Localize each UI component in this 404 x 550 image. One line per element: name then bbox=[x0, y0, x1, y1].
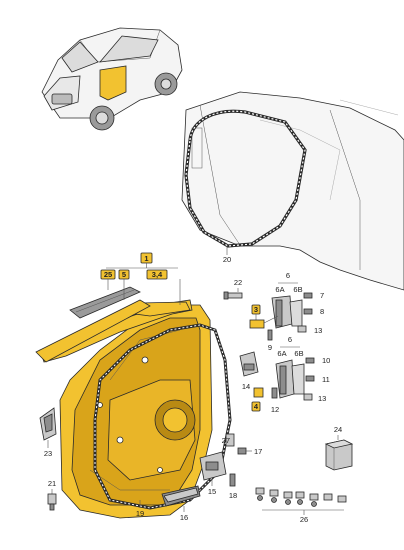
label-22: 22 bbox=[234, 278, 242, 287]
label-17: 17 bbox=[254, 447, 262, 456]
part-26-clip-set: 26 bbox=[255, 487, 347, 524]
label-19: 19 bbox=[136, 509, 144, 518]
label-13-upper: 13 bbox=[314, 326, 322, 335]
label-13-lower: 13 bbox=[318, 394, 326, 403]
label-12: 12 bbox=[271, 405, 279, 414]
label-6A-lower: 6A bbox=[277, 349, 286, 358]
label-5: 5 bbox=[122, 270, 126, 279]
part-23-bracket: 23 bbox=[39, 407, 57, 458]
label-24: 24 bbox=[334, 425, 342, 434]
label-8: 8 bbox=[320, 307, 324, 316]
label-9: 9 bbox=[268, 343, 272, 352]
part-24-box: 24 bbox=[324, 425, 354, 471]
label-27: 27 bbox=[222, 436, 230, 445]
label-6-lower: 6 bbox=[288, 335, 292, 344]
door-shell bbox=[39, 299, 232, 519]
label-14: 14 bbox=[242, 382, 250, 391]
label-11: 11 bbox=[322, 375, 330, 384]
label-6A-upper: 6A bbox=[275, 285, 284, 294]
part-22-bolt: 22 bbox=[223, 278, 243, 300]
label-25: 25 bbox=[104, 270, 112, 279]
label-21: 21 bbox=[48, 479, 56, 488]
label-20: 20 bbox=[223, 255, 231, 264]
label-6-upper: 6 bbox=[286, 271, 290, 280]
lower-hinge-assembly: 6 6A 6B 10 11 13 12 bbox=[271, 335, 331, 414]
label-10: 10 bbox=[322, 356, 330, 365]
label-16: 16 bbox=[180, 513, 188, 522]
label-15: 15 bbox=[208, 487, 216, 496]
label-3: 3 bbox=[254, 305, 258, 314]
label-6B-upper: 6B bbox=[293, 285, 302, 294]
window-frame-trim bbox=[35, 286, 151, 363]
lower-door-hardware: 27 17 15 18 16 bbox=[161, 433, 262, 522]
label-3-4: 3,4 bbox=[152, 270, 163, 279]
label-1: 1 bbox=[144, 254, 148, 263]
label-18: 18 bbox=[229, 491, 237, 500]
label-7: 7 bbox=[320, 291, 324, 300]
label-4: 4 bbox=[254, 402, 259, 411]
label-26: 26 bbox=[300, 515, 308, 524]
vehicle-thumbnail bbox=[41, 27, 183, 131]
body-door-aperture bbox=[181, 91, 404, 291]
callout-group-1: 1 25 5 3,4 bbox=[100, 252, 181, 305]
upper-hinge-assembly: 6 6A 6B 7 8 13 3 9 bbox=[249, 271, 324, 352]
label-23: 23 bbox=[44, 449, 52, 458]
label-6B-lower: 6B bbox=[294, 349, 303, 358]
part-21-bolt: 21 bbox=[47, 479, 57, 511]
check-strap-14: 14 4 bbox=[239, 351, 264, 412]
